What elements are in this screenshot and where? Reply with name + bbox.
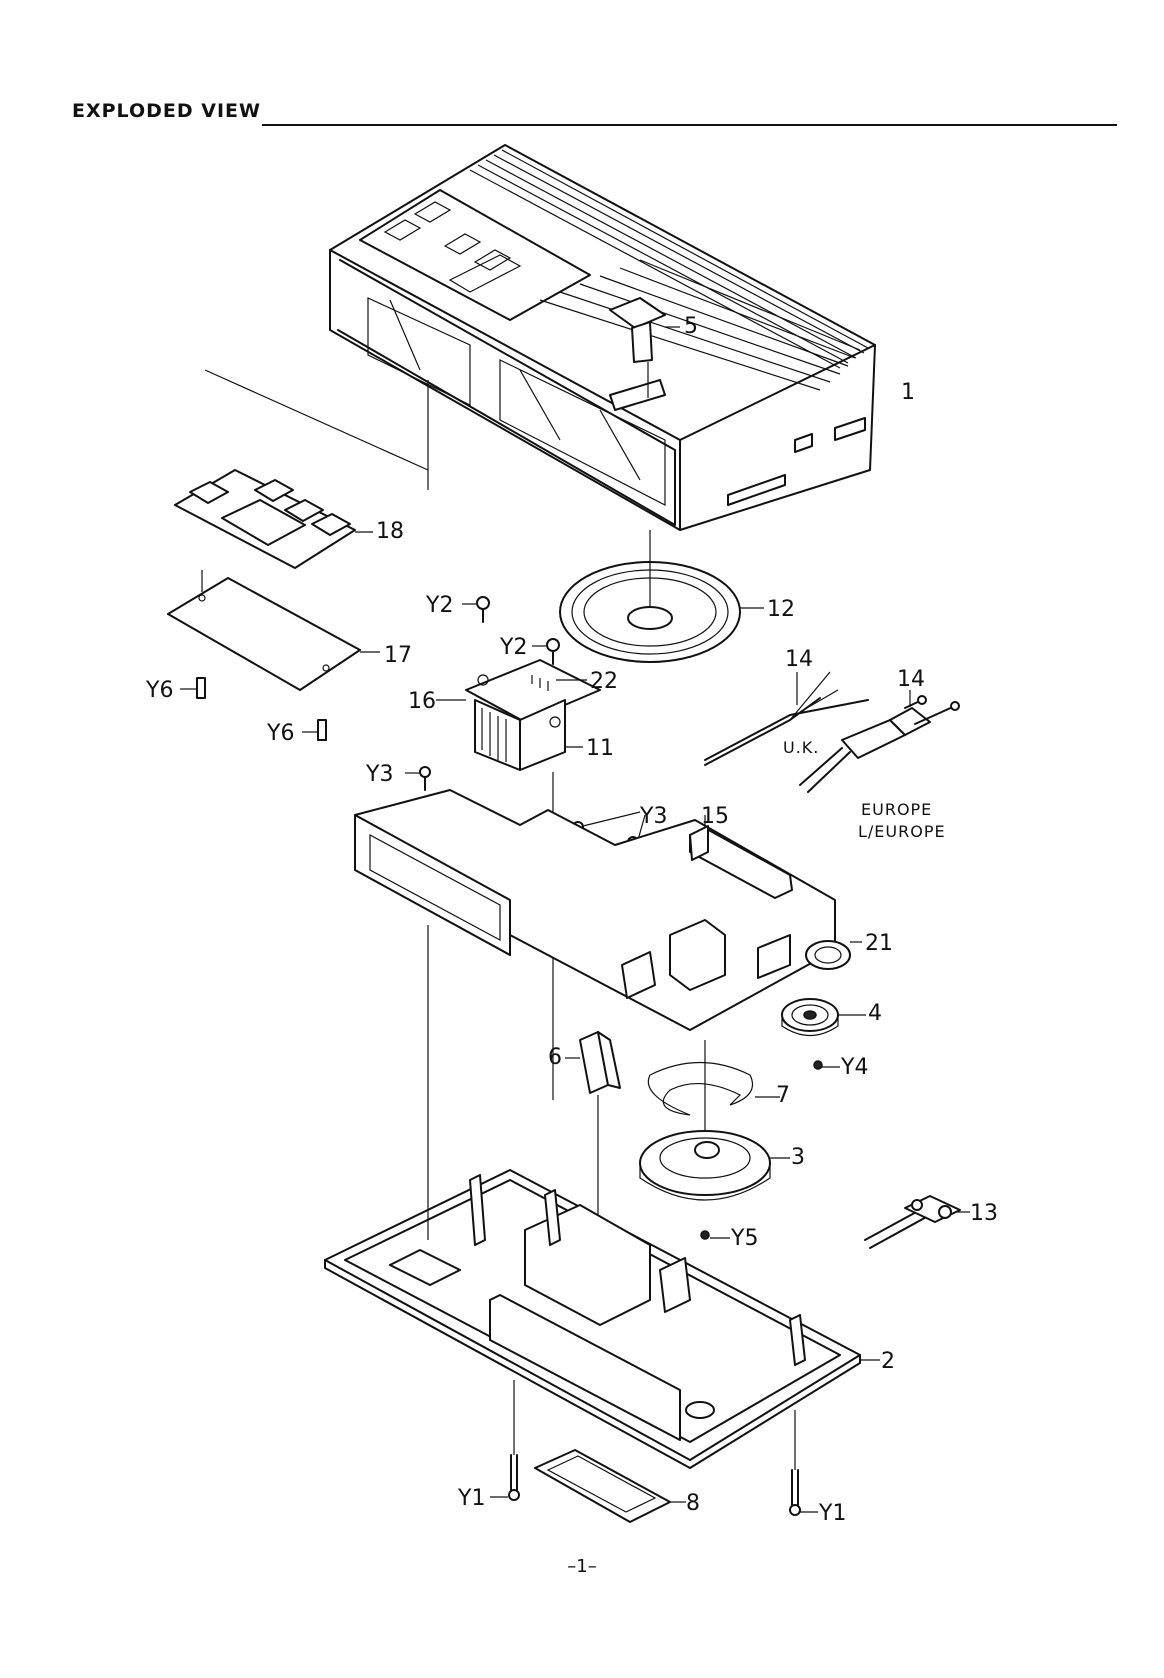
label-y6b: Y6 <box>266 721 294 746</box>
label-14b: 14 <box>897 667 925 692</box>
label-8: 8 <box>686 1491 700 1516</box>
part-12-speaker <box>560 530 764 662</box>
note-uk: U.K. <box>783 738 819 757</box>
label-14a: 14 <box>785 647 813 672</box>
label-y2b: Y2 <box>499 635 527 660</box>
part-13-battery-clip <box>865 1196 970 1248</box>
label-13: 13 <box>970 1201 998 1226</box>
label-17: 17 <box>384 643 412 668</box>
part-8-battery-lid <box>535 1450 686 1522</box>
part-17-board <box>168 578 380 690</box>
label-22: 22 <box>590 669 618 694</box>
label-15: 15 <box>701 804 729 829</box>
label-18: 18 <box>376 519 404 544</box>
part-3-main-gear <box>640 1131 790 1239</box>
note-europe: EUROPE <box>861 800 932 819</box>
label-y3b: Y3 <box>639 804 667 829</box>
note-l-europe: L/EUROPE <box>858 822 946 841</box>
label-3: 3 <box>791 1145 805 1170</box>
page-number: –1– <box>0 1556 1164 1577</box>
part-18-display-board <box>175 470 373 592</box>
label-y2a: Y2 <box>425 593 453 618</box>
label-y1a: Y1 <box>457 1486 485 1511</box>
label-6: 6 <box>548 1045 562 1070</box>
label-y3a: Y3 <box>365 762 393 787</box>
part-7-plate <box>648 1040 780 1140</box>
label-y5: Y5 <box>730 1226 758 1251</box>
label-y6a: Y6 <box>145 678 173 703</box>
label-y1b: Y1 <box>818 1501 846 1526</box>
label-12: 12 <box>767 597 795 622</box>
label-11: 11 <box>586 736 614 761</box>
label-21: 21 <box>865 931 893 956</box>
label-5: 5 <box>684 314 698 339</box>
part-1-top-cabinet <box>330 145 875 530</box>
label-7: 7 <box>776 1083 790 1108</box>
label-4: 4 <box>868 1001 882 1026</box>
main-pcb <box>355 790 862 1030</box>
label-1: 1 <box>901 380 915 405</box>
label-y4: Y4 <box>840 1055 868 1080</box>
label-2: 2 <box>881 1349 895 1374</box>
label-16: 16 <box>408 689 436 714</box>
